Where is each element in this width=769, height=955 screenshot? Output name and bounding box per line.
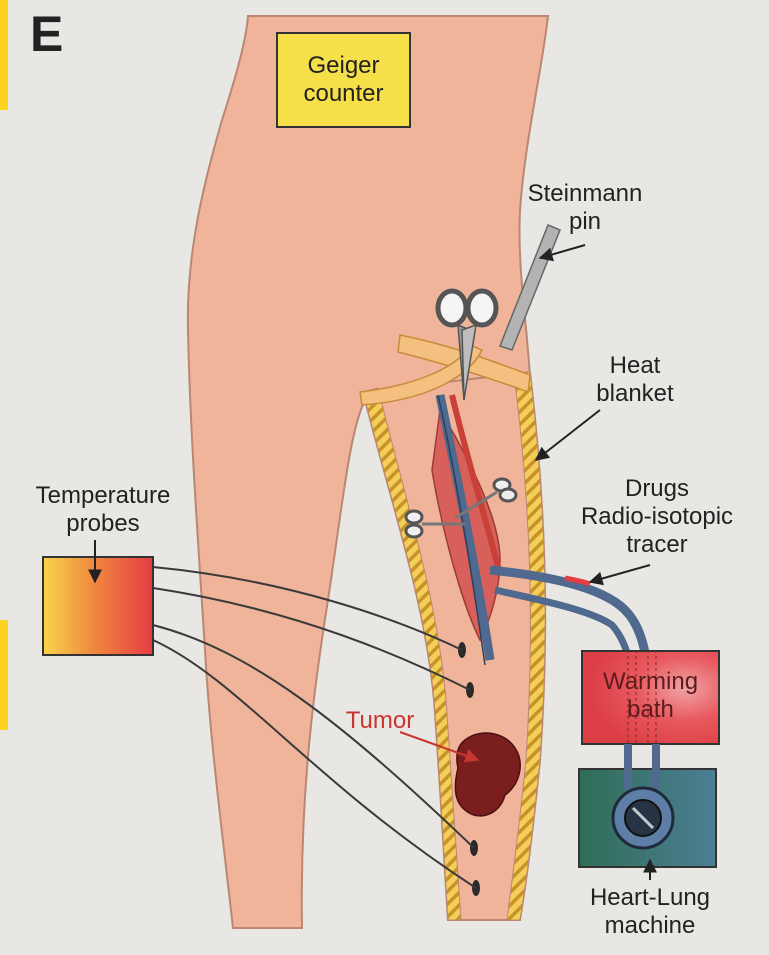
arrow-drugs (590, 565, 650, 582)
temperature-probes-label: Temperature probes (8, 482, 198, 538)
drugs-label: Drugs Radio-isotopic tracer (562, 475, 752, 559)
warming-bath-label: Warming bath (582, 668, 719, 724)
tumor-label: Tumor (335, 707, 425, 735)
panel-letter: E (30, 6, 63, 62)
steinmann-pin-label: Steinmann pin (520, 180, 650, 236)
arrow-heat-blanket (536, 410, 600, 460)
temperature-probe-box (43, 557, 153, 655)
heart-lung-machine-label: Heart-Lung machine (560, 884, 740, 940)
pump-icon (613, 788, 673, 848)
geiger-counter-label: Geiger counter (277, 52, 410, 108)
heat-blanket-label: Heat blanket (580, 352, 690, 408)
